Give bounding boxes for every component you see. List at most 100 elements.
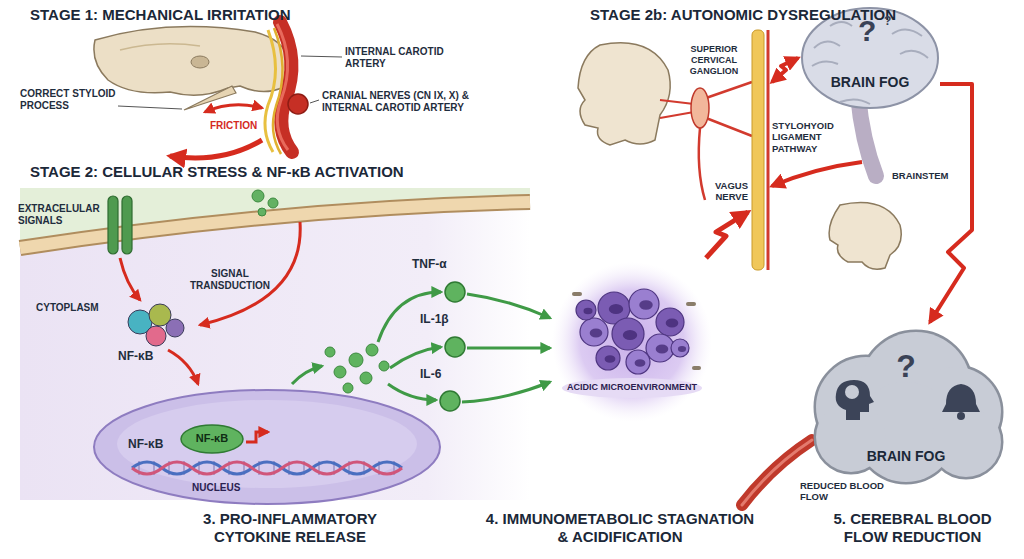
cytokine-particles: [325, 344, 389, 393]
nerve-trunk: [752, 30, 768, 270]
brain-outline: [900, 51, 928, 58]
step-caption: 4. IMMUNOMETABOLIC STAGNATION & ACIDIFIC…: [485, 510, 755, 546]
part-label: VAGUS NERVE: [696, 180, 748, 203]
brain-fog-cloud: ? BRAIN FOG: [806, 322, 1006, 482]
immune-cell-cluster-outline: [678, 346, 686, 352]
nucleus-outline: [246, 432, 268, 442]
nucleus-label: NUCLEUS: [192, 482, 240, 494]
question-mark: ?: [884, 14, 900, 28]
immune-cell-cluster-outline: [612, 318, 644, 350]
signal-molecules: [252, 190, 278, 216]
signal-molecules: [258, 208, 266, 216]
skull-base: [94, 27, 288, 96]
cytokine-arrow: [467, 347, 550, 350]
superior-cervical-ganglion: [660, 100, 694, 118]
immune-cell-cluster-outline: [572, 292, 582, 296]
cytokine-particles: [343, 383, 353, 393]
receptor: [122, 196, 132, 254]
cytokine-arrow: [292, 292, 550, 402]
cytokine-arrow: [390, 347, 441, 368]
cytokine-circle: [440, 391, 460, 411]
cytokine-arrow: [462, 382, 550, 402]
immune-cell-cluster-outline: [656, 308, 684, 336]
leader-line: [310, 100, 319, 103]
immune-cell-cluster-outline: [686, 302, 696, 306]
node-title: BRAIN FOG: [806, 448, 1006, 464]
nerve-trunk: [752, 30, 764, 270]
part-label: BRAINSTEM: [892, 170, 968, 181]
effect-label: FRICTION: [210, 120, 270, 132]
brain-fog-cloud-outline: [957, 412, 965, 420]
nfkb-complex-proteins: [146, 326, 166, 346]
lightning-connector: [930, 84, 972, 322]
internal-carotid-artery: [288, 94, 308, 114]
cytokine-particles: [325, 347, 335, 357]
cytokine-arrow: [388, 384, 436, 400]
protein-label: NF-κB: [128, 437, 178, 451]
signal-arrow: [772, 162, 862, 186]
nucleus-outline: [117, 400, 417, 488]
stage-arrow: [170, 140, 262, 158]
immune-cell-cluster-outline: [609, 304, 623, 314]
immune-cell-cluster-outline: [626, 350, 650, 374]
part-label: EXTRACELULAR SIGNALS: [18, 203, 104, 227]
cytokine-label: IL-6: [420, 367, 465, 381]
brain-fog-cloud-outline: [845, 385, 859, 399]
cytokine-particles: [334, 366, 346, 378]
immune-cell-cluster-outline: [605, 355, 616, 363]
brain-fog-cloud-outline: [942, 384, 980, 412]
brain-outline: [892, 29, 922, 36]
question-mark: ?: [806, 348, 1006, 385]
immune-cell-cluster-outline: [635, 359, 646, 367]
cytokine-particles: [360, 372, 372, 384]
node-title: BRAIN FOG: [800, 74, 940, 90]
immune-cell-cluster-outline: [639, 300, 653, 310]
immune-cell-cluster-outline: [692, 366, 701, 370]
part-label: CORRECT STYLOID PROCESS: [20, 88, 116, 112]
protein-label: NF-κB: [180, 432, 244, 445]
cytokine-particles: [379, 361, 389, 371]
cranial-nerves: [265, 28, 283, 154]
stage-heading: STAGE 2: CELLULAR STRESS & NF-κB ACTIVAT…: [30, 163, 510, 181]
brain-fog-cloud-outline: [931, 407, 1001, 477]
nfkb-complex-proteins: [128, 304, 184, 346]
receptor: [108, 196, 132, 254]
cytokine-circle: [445, 282, 465, 302]
immune-cell-cluster-outline: [584, 308, 593, 314]
skull-base: [191, 56, 209, 68]
immune-cell-cluster: ACIDIC MICROENVIRONMENT: [552, 262, 712, 422]
immune-cell-cluster-outline: [552, 262, 712, 422]
brain-outline: [840, 99, 870, 104]
part-label: CYTOPLASM: [36, 302, 116, 314]
superior-cervical-ganglion: [691, 88, 709, 128]
immune-cell-cluster-outline: [629, 289, 659, 319]
immune-cell-cluster-outline: [671, 339, 689, 357]
cranial-nerves: [273, 28, 283, 154]
cytokine-label: TNF-α: [412, 257, 462, 271]
immune-cell-cluster-outline: [656, 345, 669, 354]
cytokine-arrow: [467, 294, 550, 318]
part-label: SIGNAL TRANSDUCTION: [180, 268, 280, 292]
nucleus-outline: [132, 462, 402, 474]
immune-cell-cluster-outline: [623, 330, 637, 340]
friction-arrow: [205, 105, 262, 112]
leader-line: [118, 56, 342, 109]
immune-cell-cluster-outline: [596, 346, 620, 370]
nerve-trunk: [767, 30, 770, 270]
brain-fog-cloud-outline: [836, 380, 874, 420]
protein-label: NF-κB: [118, 349, 168, 363]
cluster-label: ACIDIC MICROENVIRONMENT: [552, 382, 712, 392]
part-label: SUPERIOR CERVICAL GANGLION: [684, 44, 744, 76]
immune-cell-cluster-outline: [646, 334, 674, 362]
brain-fog-cloud-outline: [931, 407, 1001, 477]
protein-complex-outline: [181, 425, 243, 453]
leader-line: [118, 106, 182, 109]
immune-cell-cluster-outline: [576, 300, 596, 320]
stage-heading: STAGE 2b: AUTONOMIC DYSREGULATION: [590, 6, 1010, 24]
brain-outline: [814, 41, 840, 48]
nucleus-outline: [132, 462, 402, 474]
cytokine-particles: [366, 344, 378, 356]
immune-cell-cluster-outline: [552, 262, 712, 422]
cytokine-arrow: [292, 366, 322, 384]
